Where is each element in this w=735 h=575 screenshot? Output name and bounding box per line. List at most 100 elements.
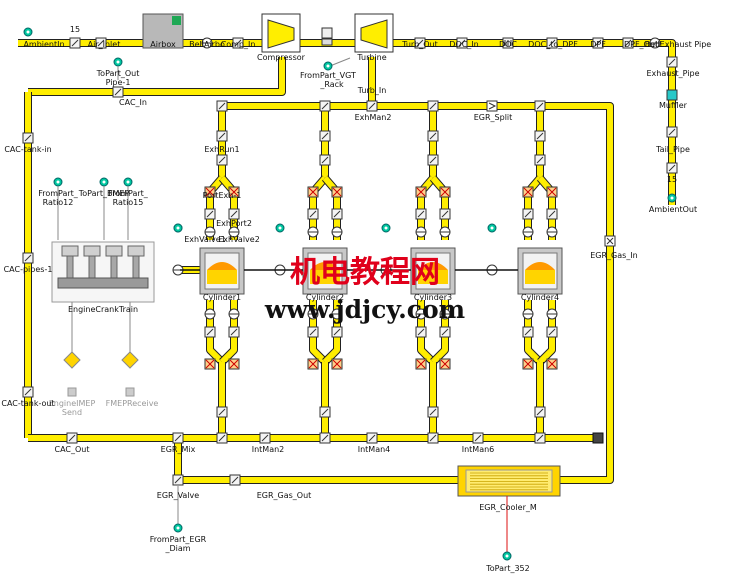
junction-int-runner-4-mark [536,408,544,416]
pipe-egr-cooler-return-fill [175,438,458,483]
label-turbine: Turbine [356,53,386,62]
label-cyl1: Cylinder1 [203,293,241,302]
label-engine-crank-train: EngineCrankTrain [68,305,138,314]
junction-int-port-a-2-mark [309,328,317,336]
junction-cac-in-mark [114,88,122,96]
junction-comp-in-mark [234,39,242,47]
label-muffler: Muffler [659,101,688,110]
int-valve-a-1-mark [205,359,215,369]
egr-gas-in-mark [606,237,614,245]
junction-intman6-mark [474,434,482,442]
label-cac-in: CAC_In [119,98,147,107]
cylinder-3-piston [418,270,448,284]
junction-cac-pipes-mark [24,254,32,262]
exh-valve-hi-a-2-mark [308,187,318,197]
int-valve-b-2-mark [332,359,342,369]
label-pipe1: Pipe-1 [106,78,131,87]
pipe-cac-in [28,57,286,96]
junction-doc-in-mark [458,39,466,47]
vgt-actuator[interactable] [321,27,333,39]
valve-conn-4-dot [490,226,494,230]
junction-intman-4-mark [536,434,544,442]
junction-int-runner-3-mark [429,408,437,416]
junction-intman2-mark [261,434,269,442]
cylinder-4-piston [525,270,555,284]
topart-out-node-dot [116,60,120,64]
frompart-ratio12-node-dot [56,180,60,184]
int-valve-b-3-mark [440,359,450,369]
intake-manifold-end[interactable] [592,432,604,444]
label-fp-egr-diam: FromPart_EGR_Diam [150,535,207,553]
engine-link-conn-1-dot [176,226,180,230]
label-cac-tank-out: CAC-tank-out [1,399,54,408]
turbine-shape [360,19,388,49]
exh-valve-hi-b-4-mark [547,187,557,197]
label-cac-pipes: CAC-pipes-1 [4,265,53,274]
junction-egr-mix-mark [174,434,182,442]
junction-exh-runner-top-1-mark [218,132,226,140]
junction-15a-mark [71,39,79,47]
junction-int-port-a-3-mark [417,328,425,336]
label-egr-cooler: EGR_Cooler_M [479,503,537,512]
junction-exh-port-b-1-mark [230,210,238,218]
junction-int-port-b-3-mark [441,328,449,336]
junction-exh-runner-bot-1-mark [218,156,226,164]
muffler[interactable] [666,89,678,101]
junction-int-port-a-1-mark [206,328,214,336]
junction-cac-out-mark [68,434,76,442]
label-fmep: FMEPReceive [106,399,159,408]
label-exhaust-pipe: Exhaust_Pipe [646,69,699,78]
fmep-receive-block [125,387,135,397]
label-egr-split: EGR_Split [474,113,513,122]
engine-imep-send-block [67,387,77,397]
junction-int-runner-1-mark [218,408,226,416]
int-valve-b-4-mark [547,359,557,369]
pipe-network [18,39,676,484]
egr-split[interactable] [486,100,498,112]
label-turb-out: Turb_Out [401,40,438,49]
label-fp-ratio12: FromPart_Ratio12 [38,189,79,207]
compressor-shape [267,19,295,49]
label-dpf-out: DPF_Out [624,40,658,49]
junction-exh-port-b-3-mark [441,210,449,218]
pipe-cac-in-fill [28,57,285,95]
junction-exh-port-a-2-mark [309,210,317,218]
crank-rod-2 [88,255,96,279]
junction-exh-port-a-1-mark [206,210,214,218]
junction-egr-valve-mark [174,476,182,484]
label-intman4: IntMan4 [358,445,391,454]
junction-int-port-b-1-mark [230,328,238,336]
label-cyl4: Cylinder4 [521,293,559,302]
crank-rod-3 [110,255,118,279]
crank-piston-2 [83,245,101,257]
int-valve-b-1-mark [229,359,239,369]
exh-valve-hi-b-1-mark [229,187,239,197]
valve-conn-3-dot [384,226,388,230]
crank-piston-3 [105,245,123,257]
label-exhport2: ExhPort2 [216,219,252,228]
exh-valve-hi-b-2-mark [332,187,342,197]
frompart-egr-diam-node-dot [176,526,180,530]
fmep-receive[interactable] [121,351,139,369]
junction-15b-mark [668,164,676,172]
junction-exh-runner-bot-3-mark [429,156,437,164]
ambient-in-node-dot [26,30,30,34]
junction-doc-to-dpf-mark [548,39,556,47]
vgt-actuator-base [321,38,333,46]
junction-egr-gas-out-mark [231,476,239,484]
label-air-inlet: Air_Inlet [88,40,121,49]
exh-valve-hi-b-3-mark [440,187,450,197]
topart-bmep-node-dot [102,180,106,184]
label-bell-exhaust: BellExhaust Pipe [645,40,711,49]
exh-valve-hi-a-1-mark [205,187,215,197]
exh-valve-hi-a-4-mark [523,187,533,197]
vgt-link [329,57,351,67]
pipe-egr-cooler-return [174,438,458,484]
watermark-url: www.jdjcy.com [264,295,465,324]
cylinder-4-flame [525,262,555,270]
engine-imep-send[interactable] [63,351,81,369]
label-comp-in: Comp_In [221,40,256,49]
label-ambient-in: AmbientIn [23,40,64,49]
label-n15b: 15 [667,175,677,184]
